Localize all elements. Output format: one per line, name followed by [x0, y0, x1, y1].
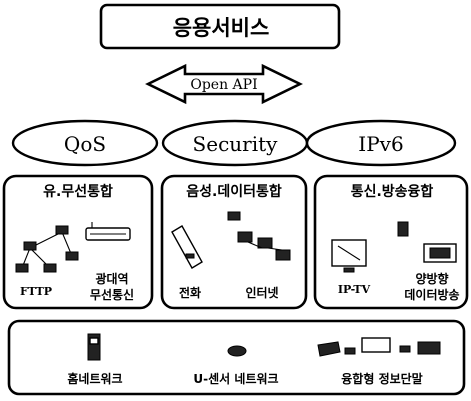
terminals-box: 홈네트워크 U-센서 네트워크 융합형 정보단말	[7, 319, 466, 396]
internet-label: 인터넷	[245, 285, 278, 300]
broadband-label-line2: 무선통신	[90, 287, 134, 302]
qos-label: QoS	[64, 132, 106, 156]
broadcast-convergence-title: 통신.방송융합	[351, 183, 434, 200]
computers-icon	[237, 231, 291, 261]
security-ellipse: Security	[161, 119, 309, 167]
interactive-broadcast-line1: 양방향	[415, 271, 448, 286]
security-label: Security	[193, 132, 279, 156]
broadcast-convergence-panel: 통신.방송융합 IP-TV 양방향 데이터방송	[313, 174, 469, 310]
open-api-arrow: Open API	[145, 63, 303, 105]
ipv6-ellipse: IPv6	[305, 119, 457, 167]
network-nodes-icon	[15, 225, 79, 273]
application-services-box: 응용서비스	[99, 3, 341, 50]
broadcast-icon	[397, 221, 457, 263]
home-network-label: 홈네트워크	[67, 371, 122, 386]
wired-wireless-panel: 유.무선통합 FTTP 광대역 무선통신	[2, 174, 154, 310]
wired-wireless-title: 유.무선통합	[43, 183, 113, 200]
phone-icon	[171, 211, 241, 269]
voice-data-title: 음성.데이터통합	[186, 183, 282, 200]
u-sensor-network-label: U-센서 네트워크	[193, 371, 278, 386]
home-device-icon	[87, 333, 101, 361]
application-services-label: 응용서비스	[173, 16, 270, 40]
broadband-label-line1: 광대역	[95, 271, 128, 286]
tv-icon	[331, 239, 367, 273]
interactive-broadcast-line2: 데이터방송	[404, 287, 459, 302]
qos-ellipse: QoS	[11, 119, 159, 167]
phone-label: 전화	[179, 285, 201, 300]
fttp-label: FTTP	[20, 285, 52, 298]
open-api-label: Open API	[190, 77, 257, 93]
convergence-terminal-label: 융합형 정보단말	[341, 371, 422, 386]
voice-data-panel: 음성.데이터통합 전화 인터넷	[160, 174, 308, 310]
sensor-icon	[227, 345, 247, 357]
terminals-icon	[317, 337, 441, 357]
iptv-label: IP-TV	[338, 283, 371, 296]
router-icon	[85, 222, 131, 241]
ipv6-label: IPv6	[358, 132, 403, 156]
